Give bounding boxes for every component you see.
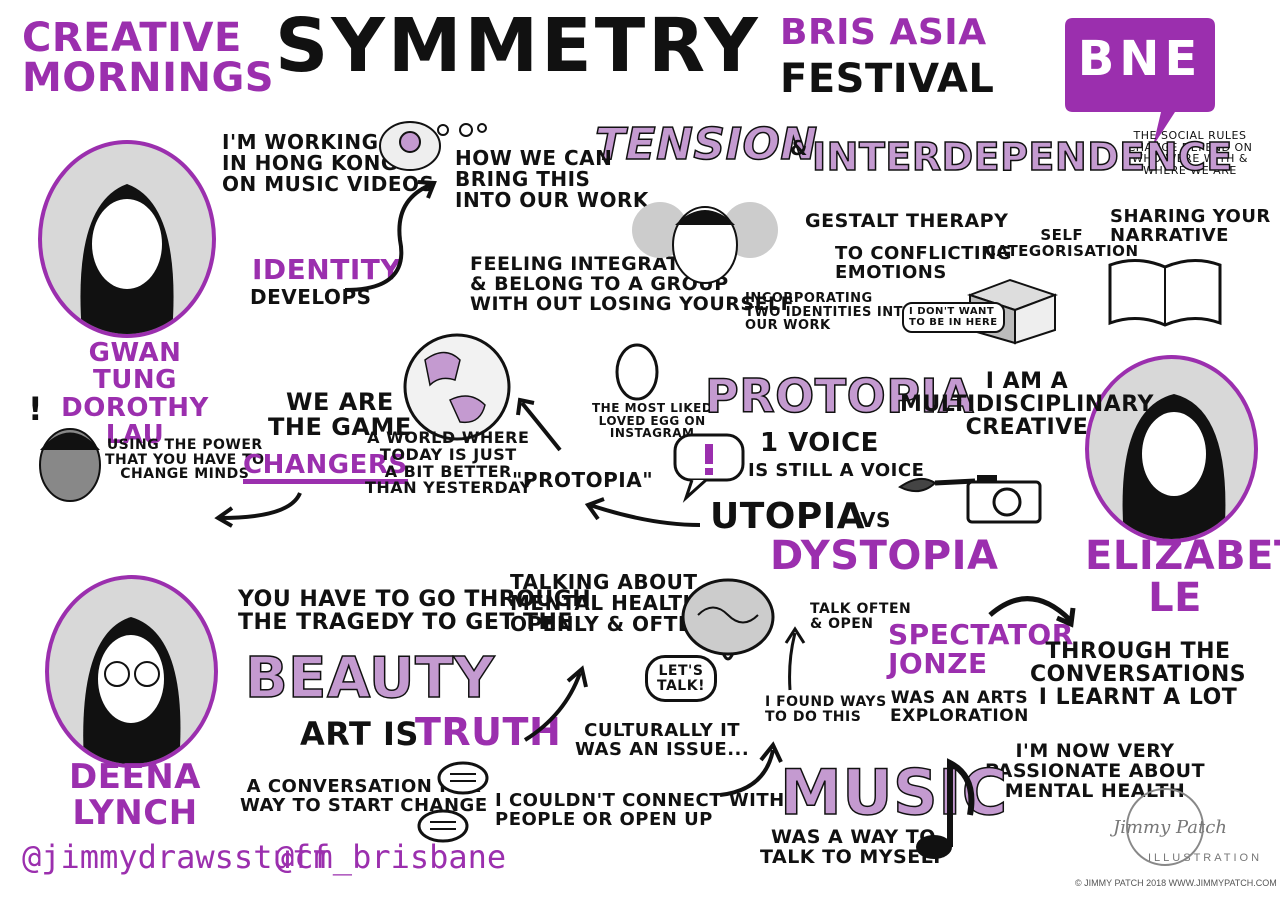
tension-label: TENSION (594, 119, 818, 170)
ampersand: & (790, 136, 808, 160)
portrait-gwan (38, 140, 216, 338)
portrait-elizabeth (1085, 355, 1258, 543)
note-spectator: SPECTATOR JONZE (888, 618, 1074, 681)
speech-bubbles-icon (417, 761, 489, 843)
note-sharing: SHARING YOUR NARRATIVE (1110, 206, 1271, 246)
svg-text:Jimmy Patch: Jimmy Patch (1109, 817, 1227, 838)
note-world-where: A WORLD WHERE TODAY IS JUST A BIT BETTER… (365, 428, 532, 498)
note-found-ways: I FOUND WAYS to DO THIS (765, 694, 887, 725)
note-vs: VS (860, 508, 891, 532)
handle-cm-brisbane[interactable]: @cm_brisbane (275, 838, 507, 876)
speaker-deena: DEENA LYNCH (69, 757, 201, 833)
arrow-icon (988, 596, 1076, 628)
note-dont-want: I DON'T WANT TO BE IN HERE (902, 302, 1005, 333)
arrow-icon (344, 180, 437, 292)
note-incorporating: INCORPORATING TWO IDENTITIES INTO OUR WO… (745, 291, 915, 334)
note-egg: THE MOST LIKED LOVED EGG ON INSTAGRAM (592, 401, 713, 441)
exclaiming-person-icon: ! (28, 390, 101, 502)
arrow-icon (584, 497, 701, 527)
music-note-icon (916, 758, 975, 859)
arrow-icon (516, 397, 562, 452)
note-lets-talk: LET'S TALK! (645, 655, 717, 703)
note-protopia: PROTOPIA (704, 369, 975, 423)
note-passionate: I'M NOW VERY PASSIONATE ABOUT MENTAL HEA… (985, 740, 1206, 802)
note-art-is: ART IS (300, 715, 419, 753)
note-identity: IDENTITY (252, 253, 402, 286)
note-how-we-can: HOW WE CAN BRING this INTO OUR WORK (455, 146, 649, 212)
speech-bubble-icon (1065, 18, 1215, 146)
note-beauty: BEAUTY (244, 646, 495, 711)
note-talk-often: TALK OFTEN & OPEN (810, 601, 912, 632)
bne-note: the social rules change depend on who we… (1127, 129, 1253, 177)
note-develops: DEVELOPS (250, 285, 372, 309)
arrow-icon (784, 626, 806, 691)
note-utopia: UTOPIA (710, 496, 866, 537)
bne-text: BNE (1077, 31, 1203, 87)
exclamation-speech-icon (673, 433, 745, 503)
note-using-power: USING the POWER THAT YOU HAVE to CHANGE … (105, 437, 265, 483)
portrait-deena (45, 575, 218, 768)
note-through-conversations: THROUGH the CONVERSATIONS I LEARNT A LOT (1030, 639, 1247, 711)
arrow-icon (214, 492, 302, 528)
note-music-way: WAS A WAY TO TALK to MYSELF (760, 826, 947, 868)
man-face-icon (632, 202, 778, 284)
signature-logo: Jimmy Patch (1109, 788, 1227, 866)
speaker-elizabeth: ELIZABETH LE (1085, 533, 1280, 621)
bne-badge: BNE (1065, 18, 1215, 146)
note-working-hk: I'M WORKING IN HONG KONG ON MUSIC VIDEOS (222, 130, 435, 196)
note-self-categorisation: SELF CATEGORISATION (985, 226, 1139, 260)
illustration-label: ILLUSTRATION (1148, 852, 1263, 864)
note-arts-exploration: WAS AN ARTS EXPLORATION (890, 688, 1029, 726)
camera-icon (966, 475, 1042, 524)
note-still-voice: IS STILL A VOICE (748, 460, 925, 481)
note-couldnt-connect: I COULDN'T CONNECT WITH PEOPLE OR OPEN U… (495, 790, 785, 830)
note-culturally: CULTURALLY IT WAS AN ISSUE... (575, 720, 750, 760)
bris-asia-label: BRIS ASIA (780, 12, 987, 53)
arrow-icon (523, 665, 588, 742)
speaker-gwan: GWAN TUNG DOROTHY LAU (61, 338, 209, 450)
handle-jimmy[interactable]: @jimmydrawsstuff (22, 838, 331, 876)
creative-mornings-logo: CREATIVE MORNINGS (22, 15, 275, 101)
svg-text:!: ! (28, 390, 43, 428)
note-gestalt: GESTALT THERAPY (805, 210, 1009, 232)
paintbrush-icon (898, 477, 976, 493)
note-conflicting: TO CONFLICTING EMOTIONS (835, 243, 1012, 283)
lightbulb-icon (379, 121, 449, 171)
note-protopia-quote: "PROTOPIA" (512, 468, 654, 492)
note-one-voice: 1 VOICE (760, 428, 879, 458)
globe-icon (403, 333, 511, 441)
page-title: SYMMETRY (275, 3, 761, 89)
note-changers: CHANGERS (243, 451, 408, 485)
note-multidisciplinary: I AM A MULTIDISCIPLINARY CREATIVE (900, 369, 1154, 441)
festival-label: FESTIVAL (780, 56, 995, 102)
note-we-are: WE ARE the GAME (268, 388, 412, 442)
brain-icon (681, 578, 775, 661)
book-icon (1108, 259, 1222, 327)
copyright: © JIMMY PATCH 2018 WWW.JIMMYPATCH.COM (1075, 878, 1277, 888)
note-tragedy: YOU HAVE to GO THROUGH the TRAGEDY to GE… (238, 587, 592, 636)
thought-bubble-icon (459, 123, 487, 137)
interdependence-label: INTERDEPENDENCE (811, 135, 1233, 179)
note-talking-mental: TALKING ABOUT MENTAL HEALTH OPENLY & OFT… (510, 570, 710, 636)
egg-icon (615, 343, 659, 401)
arrow-icon (719, 741, 783, 797)
note-dystopia: DYSTOPIA (770, 533, 999, 579)
